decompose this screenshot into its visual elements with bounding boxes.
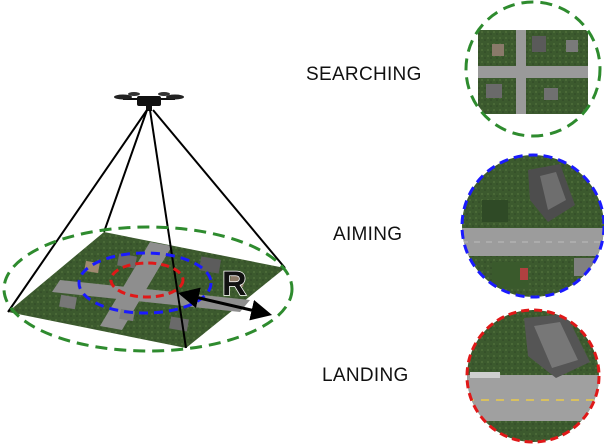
phase-label-searching: SEARCHING — [306, 64, 422, 85]
search-ring — [2, 225, 294, 353]
phase-label-landing: LANDING — [322, 365, 409, 386]
searching-thumbnail — [464, 0, 602, 138]
landing-thumbnail — [465, 308, 601, 444]
drone-icon — [114, 92, 184, 111]
land-ring — [109, 261, 185, 299]
radius-label: R — [222, 265, 247, 303]
radius-arrow-icon — [177, 287, 273, 321]
phase-label-aiming: AIMING — [333, 224, 403, 245]
aim-ring — [77, 251, 213, 315]
aiming-thumbnail — [460, 153, 604, 299]
